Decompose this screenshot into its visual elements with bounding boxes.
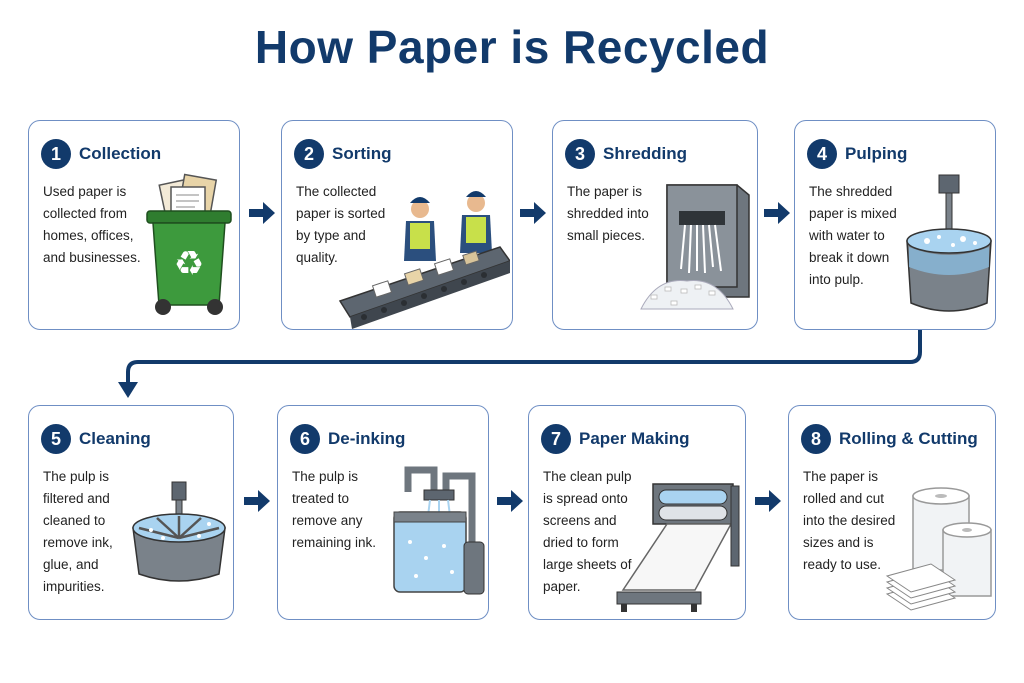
step-number-badge: 5	[41, 424, 71, 454]
filter-tank-icon	[132, 481, 226, 582]
arrow-right-icon	[497, 490, 523, 512]
conveyor-workers-icon	[338, 191, 510, 329]
step-description: The paper is shredded into small pieces.	[567, 184, 649, 243]
step-title: De-inking	[328, 429, 406, 448]
step-header: 7 Paper Making	[541, 424, 690, 454]
step-description: The collected paper is sorted by type an…	[296, 184, 386, 265]
step-number-badge: 4	[807, 139, 837, 169]
arrow-right-icon	[249, 202, 275, 224]
step-number-badge: 2	[294, 139, 324, 169]
step-number-badge: 6	[290, 424, 320, 454]
step-description: The pulp is treated to remove any remain…	[292, 469, 377, 550]
step-header: 5 Cleaning	[41, 424, 151, 454]
step-header: 4 Pulping	[807, 139, 907, 169]
svg-text:♻: ♻	[174, 244, 204, 284]
arrow-right-icon	[244, 490, 270, 512]
step-card-cleaning: 5 Cleaning The pulp is filtered and clea…	[28, 405, 234, 620]
arrow-right-icon	[755, 490, 781, 512]
pulper-tank-icon	[906, 174, 992, 312]
step-description: Used paper is collected from homes, offi…	[43, 184, 141, 265]
step-description: The shredded paper is mixed with water t…	[809, 184, 897, 287]
deinking-tanks-icon	[393, 466, 485, 595]
step-card-paper-making: 7 Paper Making The clean pulp is spread …	[528, 405, 746, 620]
recycle-bin-icon: ♻	[146, 173, 232, 315]
step-number-badge: 3	[565, 139, 595, 169]
shredder-icon	[640, 184, 750, 310]
step-title: Paper Making	[579, 429, 690, 448]
step-description: The pulp is filtered and cleaned to remo…	[43, 469, 113, 594]
step-header: 8 Rolling & Cutting	[801, 424, 978, 454]
paper-machine-icon	[616, 483, 740, 612]
step-card-pulping: 4 Pulping The shredded paper is mixed wi…	[794, 120, 996, 330]
step-header: 1 Collection	[41, 139, 161, 169]
step-number-badge: 1	[41, 139, 71, 169]
step-title: Sorting	[332, 144, 392, 163]
step-header: 3 Shredding	[565, 139, 687, 169]
arrow-right-icon	[764, 202, 790, 224]
step-card-shredding: 3 Shredding The paper is shredded into s…	[552, 120, 758, 330]
step-header: 6 De-inking	[290, 424, 405, 454]
step-card-sorting: 2 Sorting The collected paper is sorted …	[281, 120, 513, 330]
step-number-badge: 8	[801, 424, 831, 454]
step-title: Collection	[79, 144, 162, 163]
paper-rolls-icon	[885, 487, 992, 611]
step-card-collection: 1 Collection Used paper is collected fro…	[28, 120, 240, 330]
step-title: Cleaning	[79, 429, 151, 448]
step-title: Shredding	[603, 144, 688, 163]
step-card-rolling-cutting: 8 Rolling & Cutting The paper is rolled …	[788, 405, 996, 620]
step-description: The clean pulp is spread onto screens an…	[543, 469, 632, 594]
step-number-badge: 7	[541, 424, 571, 454]
page-title: How Paper is Recycled	[254, 21, 770, 73]
step-description: The paper is rolled and cut into the des…	[803, 469, 896, 572]
step-card-deinking: 6 De-inking The pulp is treated to remov…	[277, 405, 489, 620]
step-title: Rolling & Cutting	[839, 429, 978, 448]
flow-connector-arrow	[118, 330, 922, 398]
step-header: 2 Sorting	[294, 139, 392, 169]
arrow-right-icon	[520, 202, 546, 224]
step-title: Pulping	[845, 144, 908, 163]
